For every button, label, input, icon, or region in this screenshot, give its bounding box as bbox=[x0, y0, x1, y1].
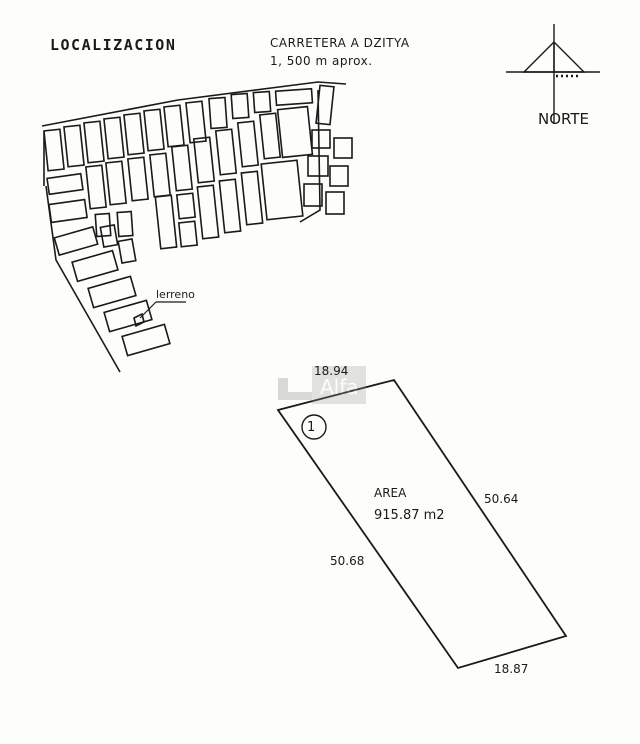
terreno-parcel bbox=[133, 312, 145, 328]
location-title: LOCALIZACION bbox=[50, 36, 177, 54]
area-title: AREA bbox=[374, 486, 407, 500]
road-label: CARRETERA A DZITYA bbox=[270, 36, 410, 50]
watermark-logo: Alfa bbox=[278, 366, 366, 404]
terreno-leader bbox=[139, 301, 186, 319]
terreno-label: lerreno bbox=[156, 288, 195, 301]
top-row-blocks bbox=[43, 84, 335, 172]
side-right-dimension: 50.64 bbox=[484, 492, 519, 506]
lot-number: 1 bbox=[307, 420, 316, 435]
north-label: NORTE bbox=[538, 110, 589, 128]
side-top-dimension: 18.94 bbox=[314, 364, 349, 378]
lot-parcel bbox=[276, 378, 568, 670]
road-distance: 1, 500 m aprox. bbox=[270, 54, 373, 68]
diagonal-blocks bbox=[53, 224, 171, 357]
middle-row-blocks bbox=[46, 105, 353, 215]
road-outline bbox=[41, 81, 347, 186]
side-bottom-dimension: 18.87 bbox=[494, 662, 529, 676]
lot-number-circle bbox=[301, 414, 327, 440]
north-arrow bbox=[506, 24, 600, 124]
watermark-text: Alfa bbox=[320, 375, 359, 399]
side-left-dimension: 50.68 bbox=[330, 554, 365, 568]
area-value: 915.87 m2 bbox=[374, 508, 445, 523]
lower-row-blocks bbox=[48, 159, 304, 250]
